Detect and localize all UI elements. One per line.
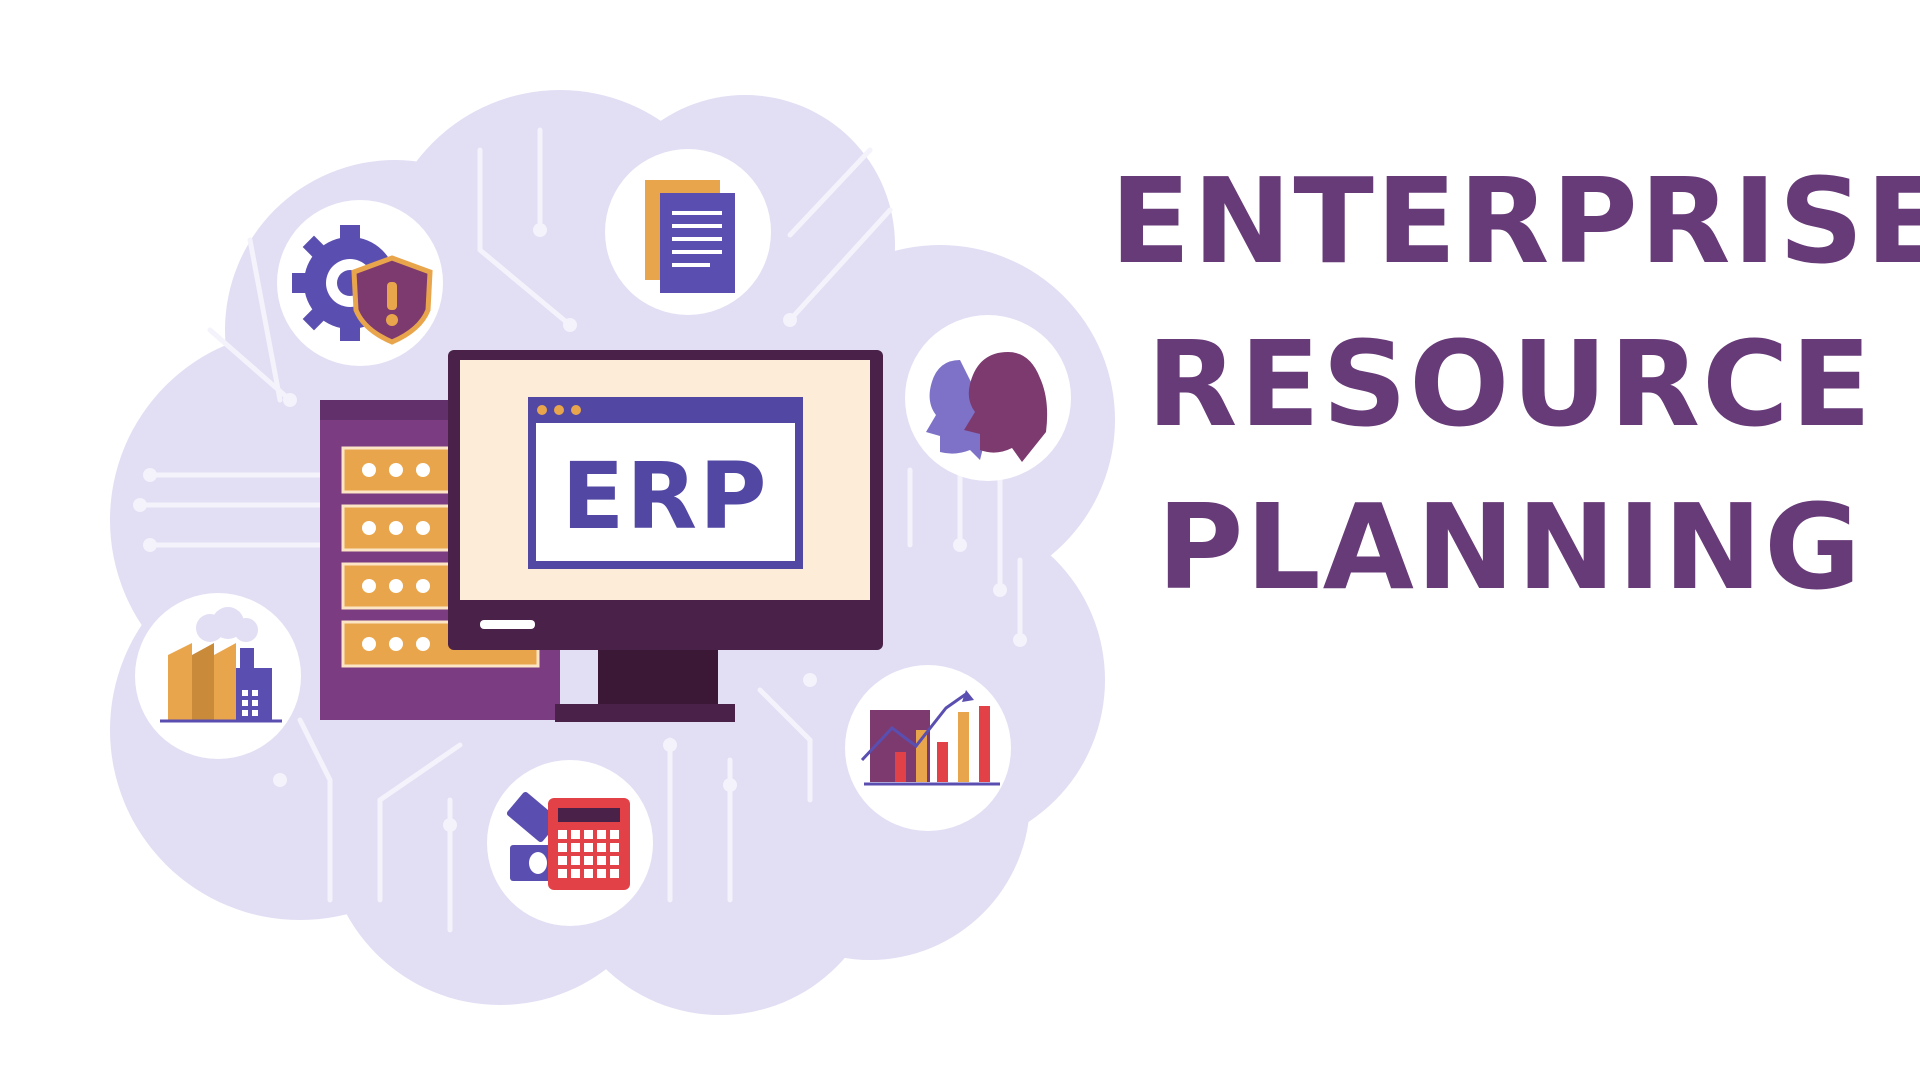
- monitor: ERP: [448, 350, 883, 722]
- erp-label: ERP: [561, 443, 768, 550]
- calculator-money-icon: [487, 760, 653, 926]
- erp-window: ERP: [528, 397, 803, 569]
- factory-icon: [135, 593, 301, 759]
- headline: ENTERPRISE RESOURCE PLANNING: [1110, 140, 1920, 629]
- server-slot: [341, 620, 540, 668]
- headline-line-1: ENTERPRISE: [1110, 152, 1920, 290]
- headline-line-2: RESOURCE: [1146, 315, 1874, 453]
- people-heads-icon: [905, 315, 1071, 481]
- circuit-nodes: [133, 223, 1027, 832]
- gear-shield-icon: [277, 200, 443, 366]
- bar-chart-icon: [845, 665, 1011, 831]
- document-icon: [605, 149, 771, 315]
- headline-line-3: PLANNING: [1156, 478, 1864, 616]
